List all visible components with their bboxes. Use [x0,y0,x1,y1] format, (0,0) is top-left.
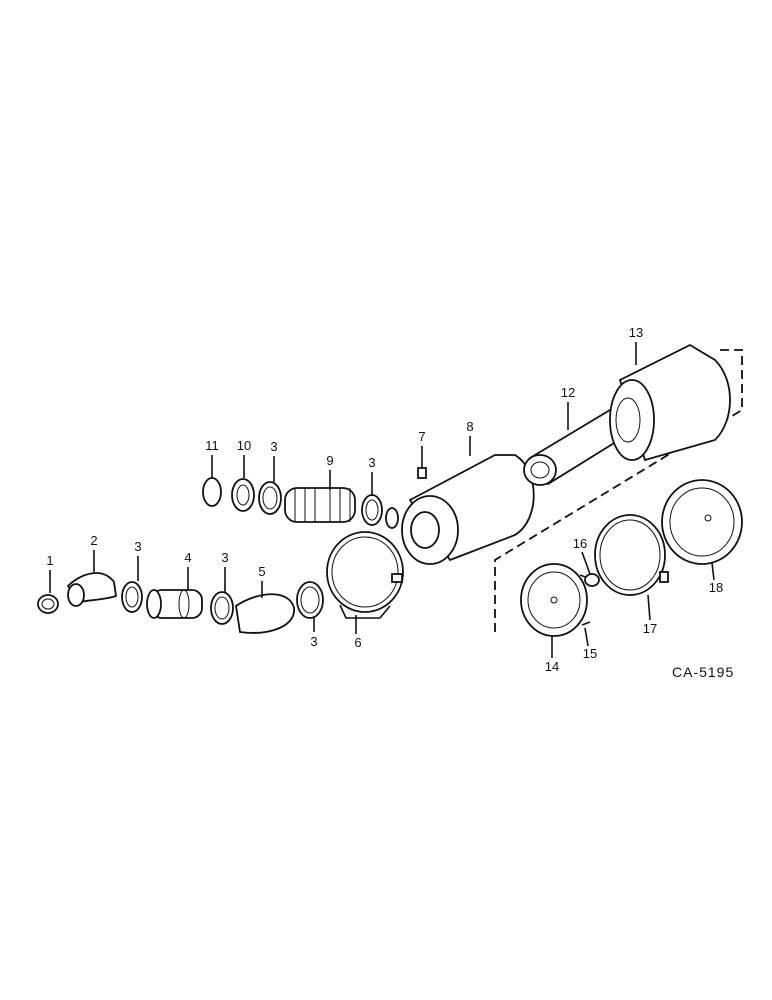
part-16-valve [584,573,600,587]
part-12-inner-element [523,408,634,486]
label-part-7: 7 [418,429,425,444]
part-3-clamp-a [121,581,143,613]
label-part-2: 2 [90,533,97,548]
label-part-16: 16 [573,536,587,551]
part-1-clamp [37,594,59,614]
label-part-3-a: 3 [134,539,141,554]
label-part-13: 13 [629,325,643,340]
part-8-body [385,454,535,565]
group-outline [494,349,743,635]
label-part-8: 8 [466,419,473,434]
part-3-clamp-b [210,591,234,625]
drawing-code: CA-5195 [672,664,734,680]
part-7-plug [417,467,427,479]
label-part-4: 4 [184,550,191,565]
part-2-elbow [66,572,117,607]
label-part-14: 14 [545,659,559,674]
part-11-cap [202,477,222,507]
label-part-18: 18 [709,580,723,595]
part-14-cover [520,563,591,637]
label-part-1: 1 [46,553,53,568]
label-part-15: 15 [583,646,597,661]
label-part-3-b: 3 [221,550,228,565]
part-3-clamp-d [258,481,282,515]
label-part-3-d: 3 [270,439,277,454]
part-13-primary-element [609,343,731,462]
label-part-12: 12 [561,385,575,400]
part-3-clamp-c [296,581,324,619]
part-17-clamp-ring [594,514,669,596]
part-6-mounting-band [326,531,404,619]
label-part-9: 9 [326,453,333,468]
leader-lines [49,342,715,658]
part-4-tube [146,589,203,619]
label-part-6: 6 [354,635,361,650]
label-part-5: 5 [258,564,265,579]
part-10-ring [231,478,255,512]
label-part-3-c: 3 [310,634,317,649]
label-part-11: 11 [205,438,219,453]
part-9-bellows [284,487,356,523]
label-part-3-e: 3 [368,455,375,470]
part-18-dust-cup [661,479,743,565]
label-part-17: 17 [643,621,657,636]
part-5-hose [235,593,295,634]
label-part-10: 10 [237,438,251,453]
part-3-clamp-e [361,494,383,526]
